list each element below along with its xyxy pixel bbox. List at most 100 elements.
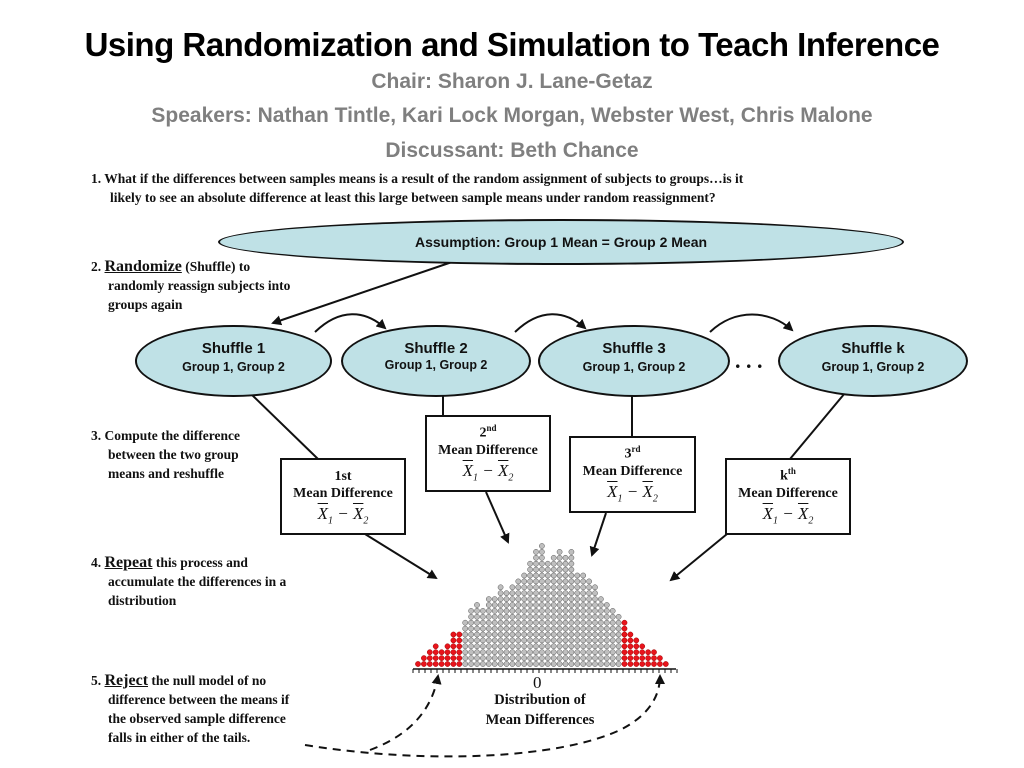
distribution-dot	[527, 560, 533, 567]
distribution-dot	[615, 631, 622, 638]
distribution-dot	[468, 631, 474, 638]
distribution-dot	[592, 631, 598, 638]
ellipsis: . . .	[735, 348, 763, 373]
step-5-line3: the observed sample difference	[108, 711, 286, 726]
distribution-dot	[539, 631, 545, 638]
distribution-dot	[598, 631, 604, 638]
distribution-dot	[533, 590, 539, 597]
distribution-dot	[550, 590, 557, 597]
distribution-dot	[562, 661, 569, 667]
distribution-dot	[485, 596, 492, 602]
distribution-dot	[491, 625, 498, 632]
distribution-dot	[533, 643, 539, 650]
distribution-dot	[462, 625, 469, 632]
distribution-dot	[491, 619, 498, 626]
distribution-dot	[521, 613, 528, 620]
distribution-dot	[539, 655, 545, 661]
tail-dot	[651, 661, 657, 667]
tail-dot	[657, 661, 663, 667]
tail-dot	[450, 637, 457, 644]
box-2-formula: X1 − X2	[462, 460, 514, 484]
distribution-dot	[586, 596, 592, 602]
distribution-dot	[562, 602, 569, 608]
distribution-dot	[503, 661, 510, 667]
distribution-dot	[592, 602, 598, 608]
distribution-dot	[580, 625, 587, 632]
tail-dot	[621, 637, 628, 644]
distribution-dot	[539, 613, 545, 620]
step-4-line2: accumulate the differences in a	[108, 574, 287, 589]
shuffle-oval-3: Shuffle 3 Group 1, Group 2	[538, 325, 730, 397]
shuffle-oval-2: Shuffle 2 Group 1, Group 2	[341, 325, 531, 397]
distribution-dot	[568, 584, 575, 591]
distribution-dot	[533, 661, 539, 667]
distribution-dot	[592, 637, 598, 644]
distribution-dot	[574, 602, 581, 608]
step-2: 2. Randomize (Shuffle) to randomly reass…	[91, 257, 351, 314]
distribution-dot	[503, 602, 510, 608]
shuffle-k-groups: Group 1, Group 2	[821, 360, 925, 374]
distribution-dot	[533, 566, 539, 573]
shuffle-1-groups: Group 1, Group 2	[182, 360, 285, 374]
distribution-dot	[521, 631, 528, 638]
distribution-label: Distribution of Mean Differences	[460, 690, 620, 730]
distribution-dot	[527, 625, 533, 632]
tail-dot	[450, 655, 457, 661]
distribution-dot	[527, 643, 533, 650]
distribution-dot	[497, 649, 504, 656]
distribution-dot	[539, 643, 545, 650]
distribution-dot	[503, 655, 510, 661]
distribution-dot	[539, 625, 545, 632]
distribution-dot	[515, 661, 522, 667]
distribution-dot	[497, 625, 504, 632]
distribution-dot	[503, 637, 510, 644]
distribution-dot	[527, 584, 533, 591]
distribution-dot	[556, 661, 563, 667]
distribution-dot	[491, 608, 498, 614]
shuffle-oval-1: Shuffle 1 Group 1, Group 2	[135, 325, 332, 397]
distribution-dot	[497, 643, 504, 650]
distribution-dot	[485, 655, 492, 661]
distribution-dot	[521, 625, 528, 632]
distribution-dot	[533, 625, 539, 632]
shuffle-2-groups: Group 1, Group 2	[384, 358, 488, 372]
tail-dot	[426, 649, 433, 656]
tail-dot	[621, 631, 628, 638]
distribution-dot	[509, 643, 516, 650]
distribution-dot	[468, 655, 474, 661]
distribution-dot	[533, 631, 539, 638]
distribution-dot	[491, 631, 498, 638]
distribution-dot	[497, 590, 504, 597]
distribution-dot	[480, 619, 486, 626]
distribution-dot	[533, 655, 539, 661]
distribution-dot	[580, 619, 587, 626]
distribution-dot	[562, 637, 569, 644]
distribution-dot	[586, 643, 592, 650]
box-1-ordinal: 1st	[334, 469, 352, 484]
distribution-dot	[491, 613, 498, 620]
distribution-dot	[550, 584, 557, 591]
distribution-dot	[592, 661, 598, 667]
distribution-dot	[562, 649, 569, 656]
distribution-dot	[603, 661, 610, 667]
distribution-dot	[485, 619, 492, 626]
distribution-dot	[556, 602, 563, 608]
distribution-dot	[586, 655, 592, 661]
distribution-dot	[598, 619, 604, 626]
dashed-arrow-right-tail	[304, 674, 665, 758]
step-2-line3: groups again	[108, 297, 183, 312]
distribution-dot	[556, 643, 563, 650]
distribution-dot	[586, 590, 592, 597]
shuffle-3-title: Shuffle 3	[602, 340, 666, 357]
mean-diff-box-1: 1st Mean Difference X1 − X2	[280, 458, 406, 535]
distribution-dot	[574, 584, 581, 591]
distribution-dot	[568, 613, 575, 620]
distribution-dot	[615, 613, 622, 620]
distribution-dot	[474, 631, 480, 638]
distribution-dot	[539, 596, 545, 602]
distribution-dot	[509, 608, 516, 614]
distribution-dot	[491, 661, 498, 667]
tail-dot	[621, 655, 628, 661]
distribution-dot	[609, 631, 616, 638]
